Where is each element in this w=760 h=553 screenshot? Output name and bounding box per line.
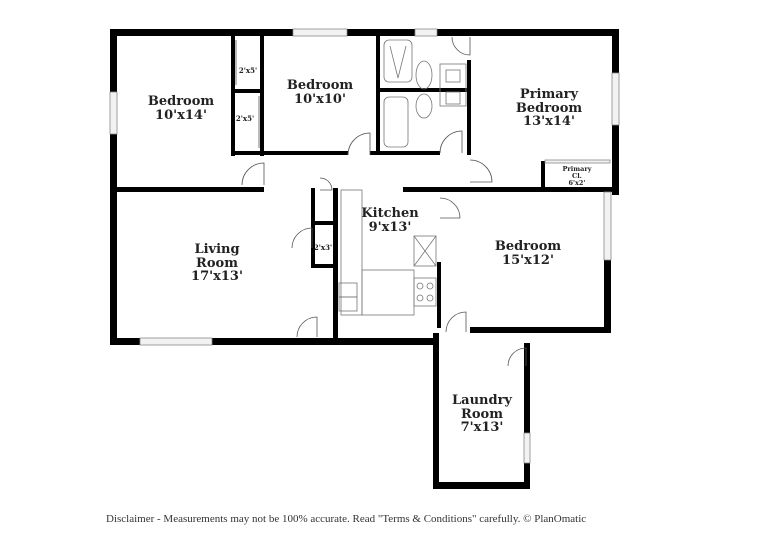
room-label-kitchen: Kitchen 9'x13' xyxy=(361,206,419,235)
room-label-primary-closet: Primary Cl. 6'x2' xyxy=(562,165,592,187)
windows xyxy=(109,28,620,464)
room-label-laundry-room: Laundry Room 7'x13' xyxy=(452,393,512,436)
room-label-closet-c: 2'x3' xyxy=(313,243,333,252)
room-label-closet-a: 2'x5' xyxy=(238,66,258,75)
room-label-bedroom-1: Bedroom 10'x14' xyxy=(147,94,215,123)
room-label-bedroom-2: Bedroom 10'x10' xyxy=(286,78,354,107)
room-label-primary-bedroom: Primary Bedroom 13'x14' xyxy=(515,87,583,130)
disclaimer-text: Disclaimer - Measurements may not be 100… xyxy=(106,513,587,525)
room-label-living-room: Living Room 17'x13' xyxy=(191,242,243,285)
room-label-bedroom-3: Bedroom 15'x12' xyxy=(494,239,562,268)
doors xyxy=(235,36,527,367)
room-label-closet-b: 2'x5' xyxy=(235,114,255,123)
fixtures xyxy=(338,39,467,316)
